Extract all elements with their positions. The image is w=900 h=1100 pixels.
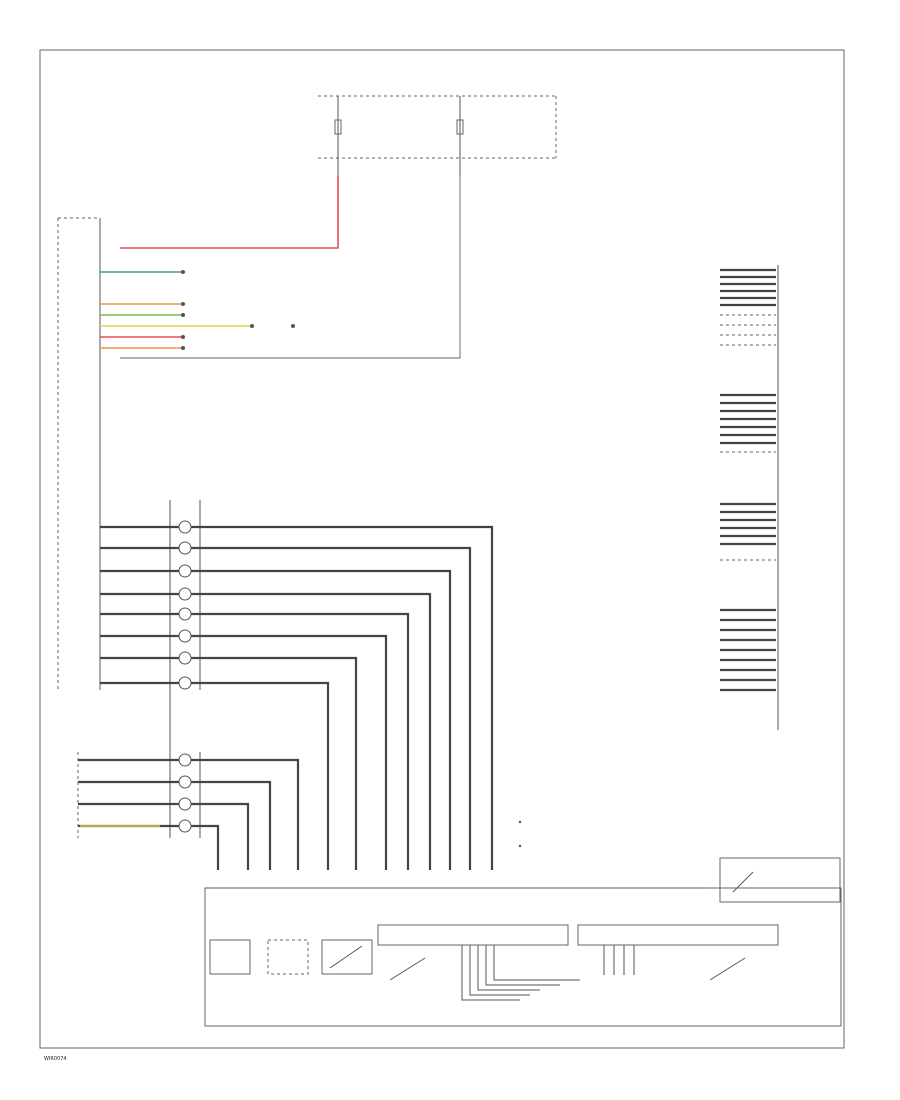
wire-dots — [181, 270, 295, 350]
switch-box-3 — [321, 939, 373, 975]
diagram-border — [39, 49, 845, 1049]
relay-box — [719, 857, 841, 903]
fuse-block — [318, 95, 557, 176]
sub-unit-2 — [577, 924, 779, 946]
harness-wires-upper — [100, 271, 250, 349]
module-switches — [209, 924, 779, 981]
connector-pins-upper — [178, 520, 192, 690]
power-wire — [120, 176, 339, 249]
right-connectors — [720, 265, 779, 730]
left-module-connector — [57, 217, 101, 690]
switch-box-1 — [209, 939, 251, 975]
legend-markers — [518, 820, 522, 848]
fuse-1 — [334, 119, 342, 135]
lower-bundle — [78, 758, 300, 870]
switch-box-2 — [267, 939, 309, 975]
connector-pins-lower — [178, 753, 192, 833]
sub-unit-1 — [377, 924, 569, 946]
control-module — [204, 887, 842, 1027]
feed-wire — [120, 176, 461, 359]
fuse-2 — [456, 119, 464, 135]
module-internal-wires — [461, 945, 635, 1001]
signal-bundle — [100, 525, 494, 870]
page-ref: WIR0074 — [44, 1056, 67, 1062]
